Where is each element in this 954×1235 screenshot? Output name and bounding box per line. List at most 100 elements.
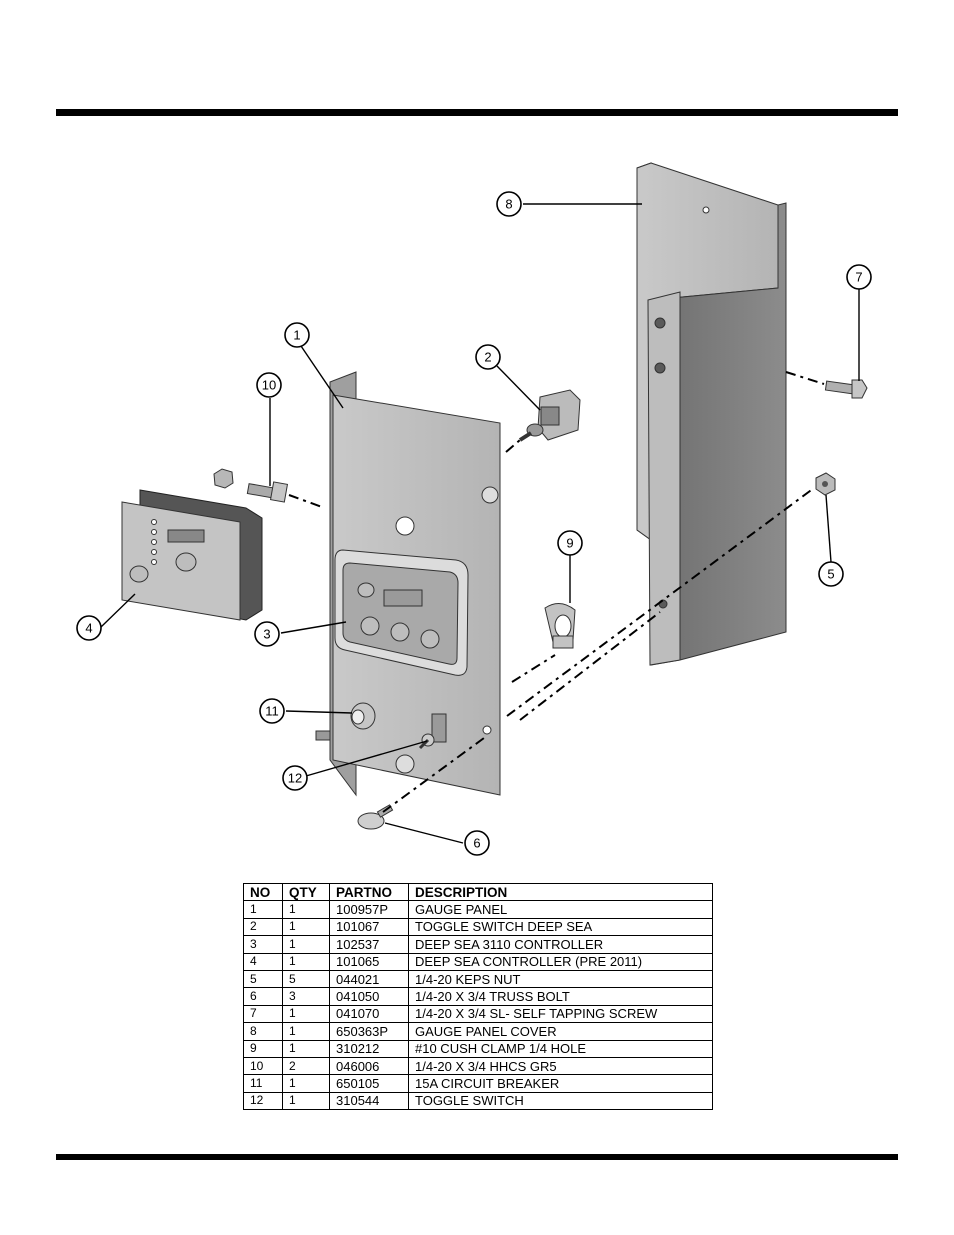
svg-text:1: 1 [293, 328, 300, 343]
cell-description: GAUGE PANEL [408, 900, 713, 919]
svg-text:9: 9 [566, 536, 573, 551]
hhcs-bolt [213, 468, 289, 503]
cell-no: 7 [243, 1004, 283, 1024]
self-tapping-screw [824, 379, 868, 399]
svg-text:7: 7 [855, 270, 862, 285]
cell-description: 15A CIRCUIT BREAKER [408, 1074, 713, 1093]
cell-partno: 101065 [329, 952, 409, 971]
callout-9: 9 [557, 530, 583, 556]
toggle-switch-deep-sea [518, 389, 581, 442]
cell-qty: 1 [282, 1004, 330, 1024]
gauge-panel-cover [636, 162, 787, 666]
cell-description: DEEP SEA CONTROLLER (PRE 2011) [408, 952, 713, 971]
cell-description: TOGGLE SWITCH DEEP SEA [408, 917, 713, 937]
svg-text:4: 4 [85, 621, 92, 636]
bottom-rule [56, 1154, 898, 1160]
circuit-breaker [315, 702, 376, 741]
cell-qty: 1 [282, 900, 330, 919]
cell-partno: 310212 [329, 1039, 409, 1058]
cell-partno: 041070 [329, 1004, 409, 1024]
parts-table-header: NO QTY PARTNO DESCRIPTION [243, 882, 713, 902]
cell-partno: 650363P [329, 1022, 409, 1041]
cell-no: 5 [243, 969, 283, 989]
cell-qty: 2 [282, 1056, 330, 1076]
cell-qty: 1 [282, 917, 330, 937]
assembly-lines [288, 371, 825, 813]
callout-8: 8 [496, 191, 522, 217]
callout-6: 6 [464, 830, 490, 856]
deep-sea-3110-controller [334, 549, 469, 676]
cell-no: 3 [243, 935, 283, 954]
cell-no: 12 [243, 1091, 283, 1111]
top-rule [56, 109, 898, 116]
callout-1: 1 [284, 322, 310, 348]
header-partno: PARTNO [329, 882, 409, 902]
cell-description: #10 CUSH CLAMP 1/4 HOLE [408, 1039, 713, 1058]
svg-text:6: 6 [473, 836, 480, 851]
callout-7: 7 [846, 264, 872, 290]
cell-qty: 1 [282, 1091, 330, 1111]
cell-description: 1/4-20 KEPS NUT [408, 969, 713, 989]
cell-partno: 650105 [329, 1074, 409, 1093]
svg-text:2: 2 [484, 350, 491, 365]
callout-5: 5 [818, 561, 844, 587]
svg-text:8: 8 [505, 197, 512, 212]
leader-lines [100, 203, 860, 844]
cell-description: 1/4-20 X 3/4 TRUSS BOLT [408, 987, 713, 1006]
header-description: DESCRIPTION [408, 882, 713, 902]
cell-partno: 101067 [329, 917, 409, 937]
cell-partno: 102537 [329, 935, 409, 954]
callout-3: 3 [254, 621, 280, 647]
cell-no: 9 [243, 1039, 283, 1058]
cush-clamp [544, 603, 576, 649]
header-no: NO [243, 882, 283, 902]
cell-qty: 1 [282, 952, 330, 971]
cell-partno: 041050 [329, 987, 409, 1006]
keps-nut [815, 472, 836, 496]
callout-12: 12 [282, 765, 308, 791]
cell-partno: 044021 [329, 969, 409, 989]
cell-qty: 1 [282, 1039, 330, 1058]
cell-no: 8 [243, 1022, 283, 1041]
cell-no: 10 [243, 1056, 283, 1076]
cell-description: DEEP SEA 3110 CONTROLLER [408, 935, 713, 954]
callout-4: 4 [76, 615, 102, 641]
callout-11: 11 [259, 698, 285, 724]
cell-partno: 310544 [329, 1091, 409, 1111]
header-qty: QTY [282, 882, 330, 902]
svg-text:10: 10 [262, 378, 276, 393]
svg-text:11: 11 [265, 704, 279, 719]
svg-text:12: 12 [288, 771, 302, 786]
cell-no: 1 [243, 900, 283, 919]
cell-no: 11 [243, 1074, 283, 1093]
deep-sea-controller-pre-2011 [121, 489, 263, 621]
cell-qty: 3 [282, 987, 330, 1006]
svg-text:5: 5 [827, 567, 834, 582]
cell-description: TOGGLE SWITCH [408, 1091, 713, 1111]
cell-description: 1/4-20 X 3/4 HHCS GR5 [408, 1056, 713, 1076]
svg-text:3: 3 [263, 627, 270, 642]
cell-qty: 1 [282, 1074, 330, 1093]
callout-10: 10 [256, 372, 282, 398]
cell-partno: 100957P [329, 900, 409, 919]
cell-qty: 1 [282, 935, 330, 954]
cell-description: 1/4-20 X 3/4 SL- SELF TAPPING SCREW [408, 1004, 713, 1024]
cell-partno: 046006 [329, 1056, 409, 1076]
cell-description: GAUGE PANEL COVER [408, 1022, 713, 1041]
exploded-diagram: 1 2 3 4 5 6 7 8 9 10 11 12 [76, 162, 872, 856]
cell-no: 2 [243, 917, 283, 937]
callout-2: 2 [475, 344, 501, 370]
cell-no: 6 [243, 987, 283, 1006]
